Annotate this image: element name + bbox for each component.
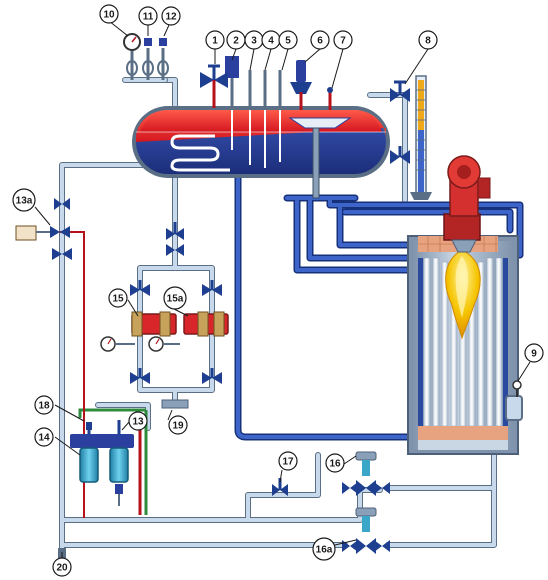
svg-text:20: 20 [56,563,68,574]
safety-valve-icon [290,60,312,94]
svg-text:2: 2 [233,36,239,47]
sight-glass-icon [410,75,432,200]
burner-icon [443,155,491,253]
svg-text:14: 14 [38,433,50,444]
svg-text:3: 3 [251,36,257,47]
svg-text:17: 17 [282,457,294,468]
callout-12: 12 [161,6,181,26]
callout-19: 19 [168,415,188,435]
svg-text:7: 7 [340,36,346,47]
callout-16: 16 [325,453,345,473]
drain-19 [161,399,189,409]
svg-text:15a: 15a [167,294,184,305]
svg-text:16: 16 [329,459,341,470]
callout-5: 5 [278,30,298,50]
feed-pump-icon [131,311,177,337]
svg-text:13: 13 [132,417,144,428]
callout-2: 2 [226,30,246,50]
callout-6: 6 [310,30,330,50]
callout-11: 11 [138,6,158,26]
gauge-manifold [122,33,169,83]
blowdown-valves [272,451,390,554]
svg-text:10: 10 [103,10,115,21]
filter-icon [79,447,99,483]
callout-18: 18 [34,395,54,415]
filter-icon [109,447,129,483]
fire-tubes [423,257,503,427]
svg-text:1: 1 [212,36,218,47]
svg-text:11: 11 [143,12,154,23]
callout-10: 10 [99,4,119,24]
callout-8: 8 [418,30,438,50]
svg-text:6: 6 [317,36,323,47]
callout-3: 3 [244,30,264,50]
svg-text:18: 18 [38,401,50,412]
svg-text:13a: 13a [16,196,33,207]
callout-7: 7 [333,30,353,50]
callouts: 1 2 3 4 5 6 7 8 [12,4,544,577]
callout-16a: 16a [312,537,336,561]
svg-text:12: 12 [165,12,177,23]
svg-text:8: 8 [425,36,431,47]
callout-17: 17 [278,451,298,471]
svg-text:16a: 16a [316,545,333,556]
svg-text:4: 4 [268,36,274,47]
callout-13a: 13a [12,188,36,212]
drum-heating-coil [170,134,230,172]
callout-4: 4 [261,30,281,50]
callout-9: 9 [524,343,544,363]
callout-14: 14 [34,427,54,447]
callout-15a: 15a [163,286,187,310]
callout-13: 13 [128,411,148,431]
svg-text:9: 9 [531,349,537,360]
svg-text:19: 19 [172,421,184,432]
boiler-shell [407,235,523,455]
temperature-sensor-icon [512,380,522,397]
callout-20: 20 [52,557,72,577]
steam-drum [132,92,390,199]
solenoid-valve-icon [15,198,72,260]
callout-1: 1 [205,30,225,50]
globe-valve-icon [200,64,228,108]
main-steam-valve [390,80,410,164]
feed-pump-assembly [100,222,229,384]
svg-text:5: 5 [285,36,291,47]
steam-separator [288,117,352,129]
drum-fittings [200,56,333,110]
svg-text:15: 15 [112,294,124,305]
callout-15: 15 [108,288,128,308]
leader-lines [34,20,531,558]
feed-pump-icon [183,311,229,337]
